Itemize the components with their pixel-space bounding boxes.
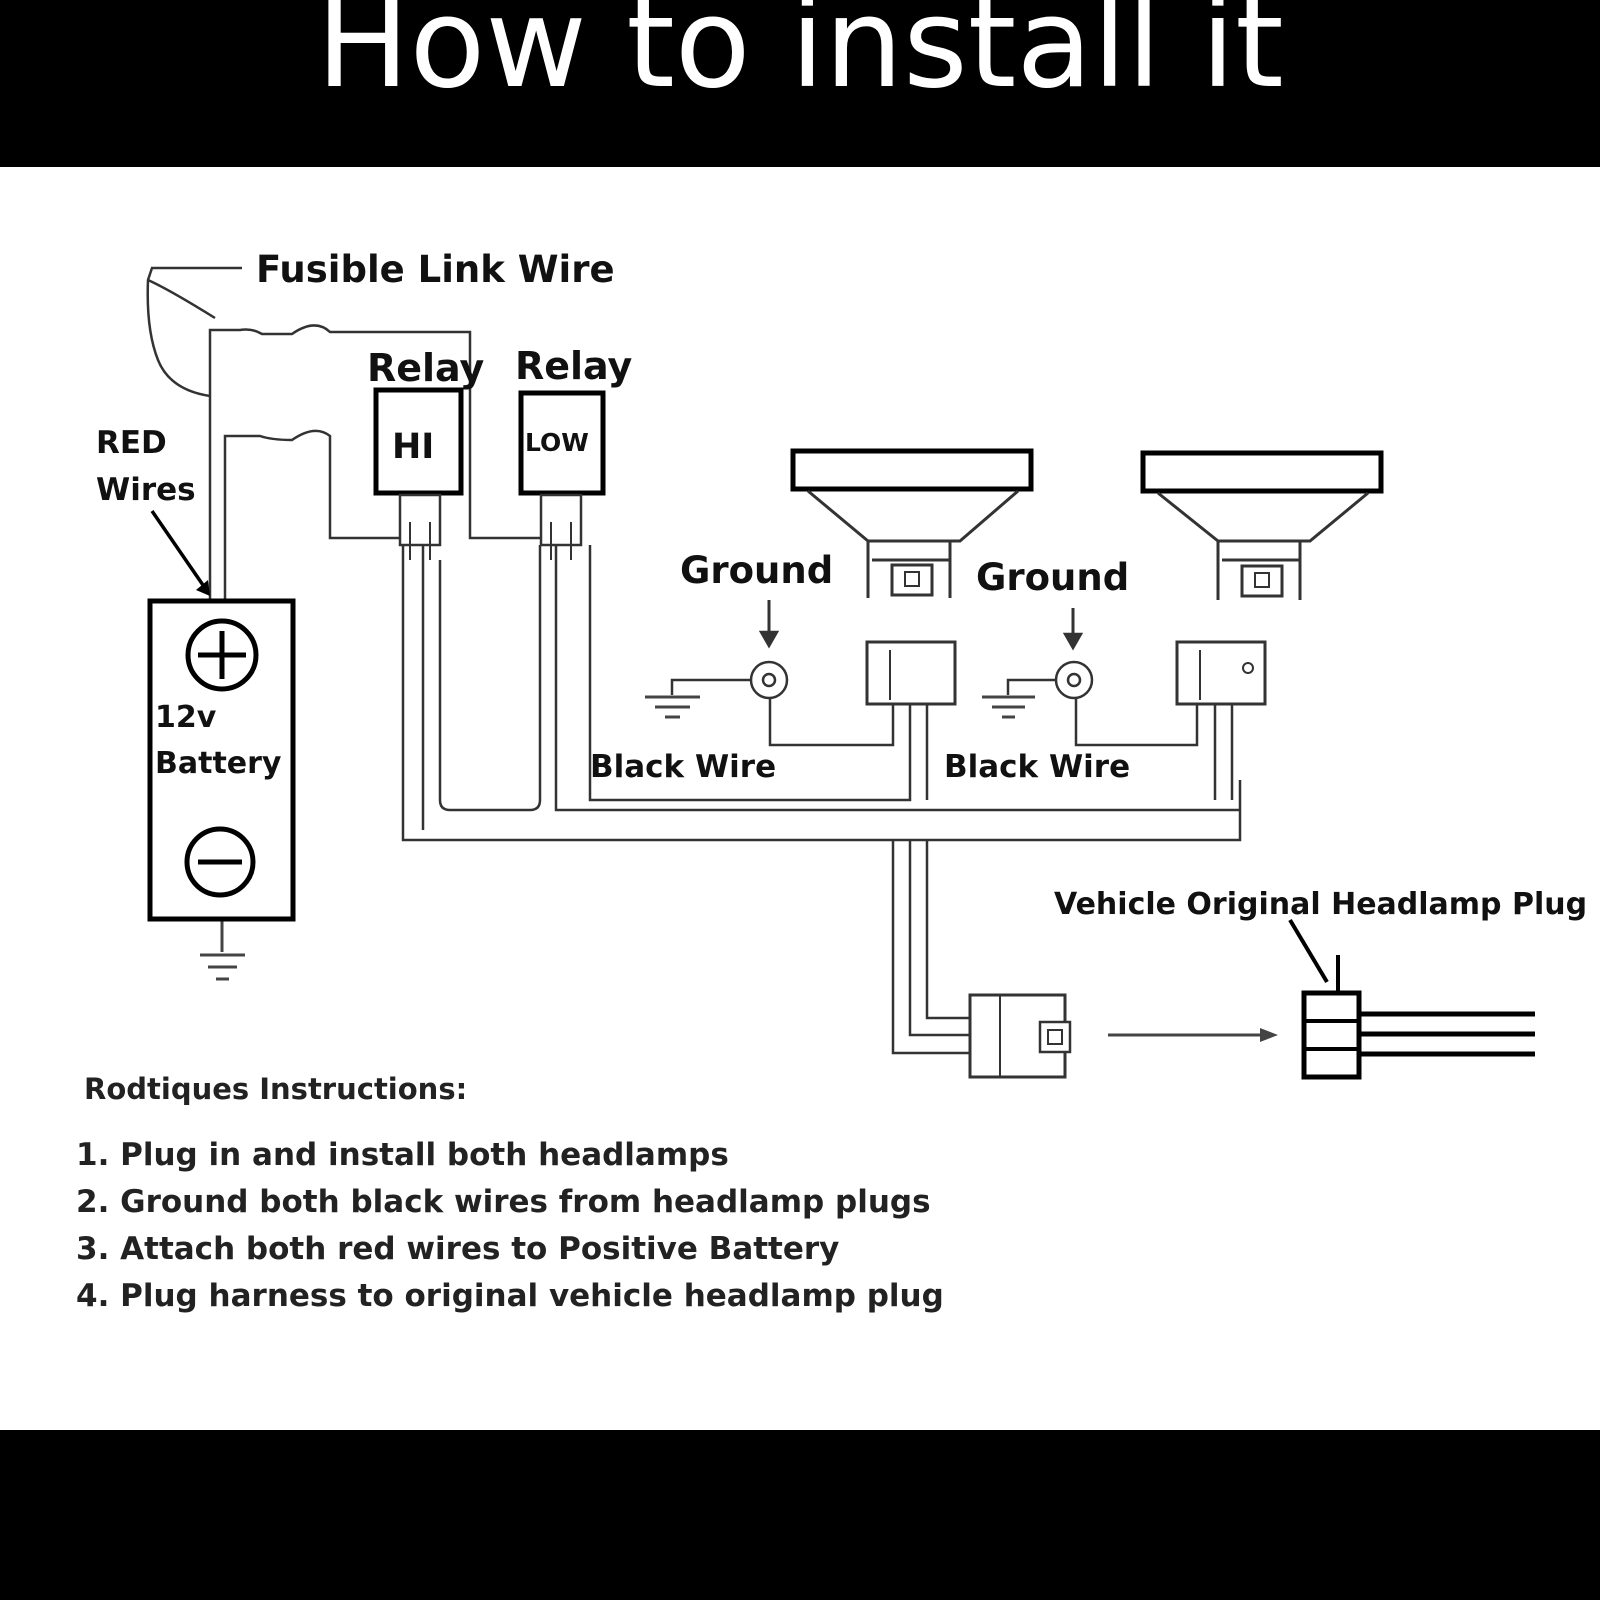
black-wire-label-right: Black Wire [944,749,1130,785]
relay-low-text: LOW [525,428,589,457]
black-wire-label-left: Black Wire [590,749,776,785]
ground-lead-right [1006,678,1055,695]
footer-bar [0,1430,1600,1600]
page-title: How to install it [316,0,1284,116]
main-trunk [588,545,912,802]
relay-hi-text: HI [392,427,434,467]
title-banner: How to install it [0,0,1600,167]
instructions-list: 1. Plug in and install both headlamps 2.… [76,1132,944,1320]
red-wire-2 [223,429,403,600]
red-wire-1 [208,324,548,600]
ground-lead-left [670,678,750,695]
fusible-link-leader [146,266,242,398]
headlamp-right [1140,450,1384,706]
connect-arrow-icon [1108,1028,1278,1042]
ground-symbol-right [982,695,1035,719]
instructions: Rodtiques Instructions: 1. Plug in and i… [76,1072,944,1320]
plug-harness [891,840,970,1055]
instructions-title: Rodtiques Instructions: [84,1072,468,1106]
relay-hi [373,387,464,560]
ground-screw-left [749,600,789,700]
fusible-link-leader-2 [147,278,216,320]
relay-low-harness-2 [554,545,1240,812]
vehicle-plug [1288,918,1535,1080]
fusible-link-label: Fusible Link Wire [256,248,615,291]
instruction-step: 2. Ground both black wires from headlamp… [76,1184,931,1220]
instruction-step: 3. Attach both red wires to Positive Bat… [76,1231,840,1267]
instruction-step: 1. Plug in and install both headlamps [76,1137,729,1173]
black-wire-right [1074,690,1199,747]
black-wire-left [768,690,895,747]
ground-symbol-battery [200,920,245,981]
right-trunk [1213,700,1234,800]
vehicle-plug-label: Vehicle Original Headlamp Plug [1054,887,1587,922]
battery-label-line1: 12v [155,700,217,735]
red-wires-label-line2: Wires [96,472,196,508]
battery-label-line2: Battery [155,746,282,781]
ground-symbol-left [645,695,700,719]
relay-low-harness [438,545,542,812]
ground-label-right: Ground [976,556,1129,599]
battery [147,598,296,922]
instruction-step: 4. Plug harness to original vehicle head… [76,1278,944,1314]
headlamp-left [790,448,1034,706]
relay-low-label: Relay [515,344,633,388]
relay-low [518,390,606,560]
red-wires-label-line1: RED [96,425,167,461]
ground-label-left: Ground [680,549,833,592]
ground-screw-right [1054,608,1094,700]
relay-hi-label: Relay [367,346,485,390]
harness-plug [968,993,1072,1079]
red-wires-pointer [150,510,210,596]
